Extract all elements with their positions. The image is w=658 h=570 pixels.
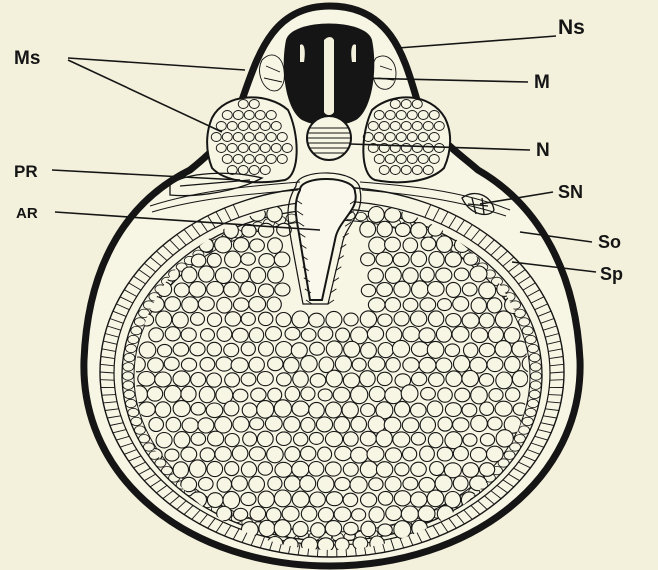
label-pr: PR bbox=[14, 162, 38, 181]
label-m: M bbox=[534, 72, 550, 93]
notochord bbox=[307, 116, 351, 160]
label-n: N bbox=[536, 140, 550, 161]
label-so: So bbox=[598, 232, 621, 252]
label-ar: AR bbox=[16, 205, 38, 222]
label-sn: SN bbox=[558, 182, 583, 202]
label-sp: Sp bbox=[600, 264, 623, 284]
label-ns: Ns bbox=[558, 16, 585, 39]
neural-tube bbox=[284, 24, 375, 127]
somite-right bbox=[363, 97, 450, 182]
label-ms: Ms bbox=[14, 48, 40, 69]
somite-left bbox=[207, 97, 297, 182]
